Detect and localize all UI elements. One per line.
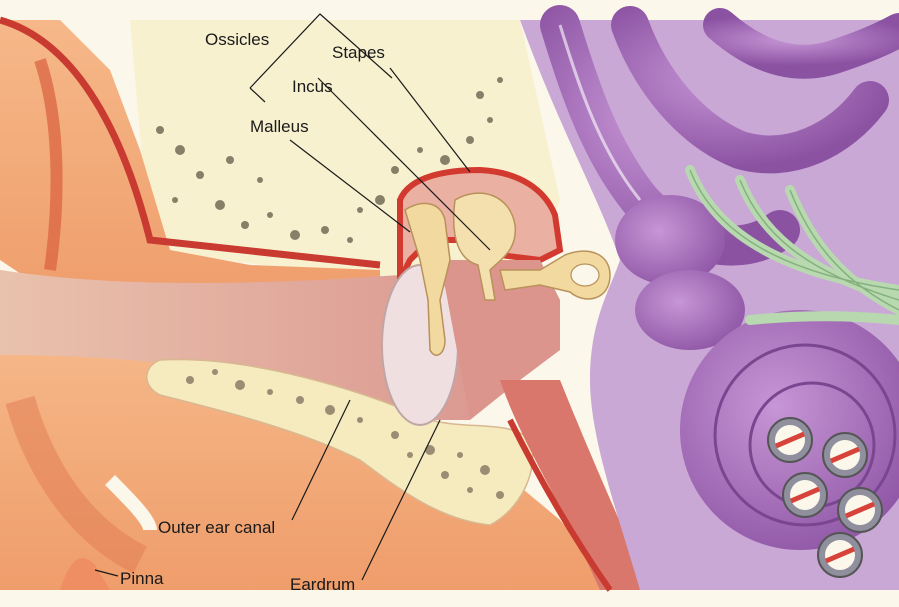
eustachian-tube (500, 380, 650, 590)
utricle (635, 270, 745, 350)
semicircular-canal-3 (703, 8, 899, 79)
outer-ear-canal-shape (0, 270, 470, 420)
bone-texture-upper (156, 77, 503, 243)
skin-upper (0, 20, 380, 310)
earlobe-tissue (5, 395, 148, 574)
pinna-fold (105, 475, 157, 532)
label-eardrum: Eardrum (290, 575, 355, 594)
stapes-foramen (570, 263, 600, 287)
label-stapes: Stapes (332, 43, 385, 62)
label-outer-ear-canal: Outer ear canal (158, 518, 275, 537)
cochlea-sections (767, 417, 883, 578)
label-malleus: Malleus (250, 117, 309, 136)
stapes-bone (499, 250, 611, 300)
nerve-fibers (689, 169, 899, 311)
vestibule (615, 195, 725, 285)
malleus-bone (404, 202, 451, 356)
skin-edge-upper (0, 16, 381, 269)
canal-highlight (558, 24, 642, 201)
cochlea-turn-1 (713, 343, 897, 527)
label-incus: Incus (292, 77, 333, 96)
cartilage-upper (34, 58, 63, 271)
label-ossicles: Ossicles (205, 30, 269, 49)
middle-ear-tissue (440, 260, 560, 420)
label-pinna: Pinna (120, 569, 164, 588)
bone-texture-lower (186, 369, 504, 499)
incus-bone (452, 192, 516, 301)
leader-lines (94, 13, 491, 581)
eustachian-edge (507, 418, 613, 592)
pinna-tip (60, 558, 110, 590)
semicircular-canal-2 (611, 6, 889, 174)
temporal-bone-lower (146, 358, 534, 526)
